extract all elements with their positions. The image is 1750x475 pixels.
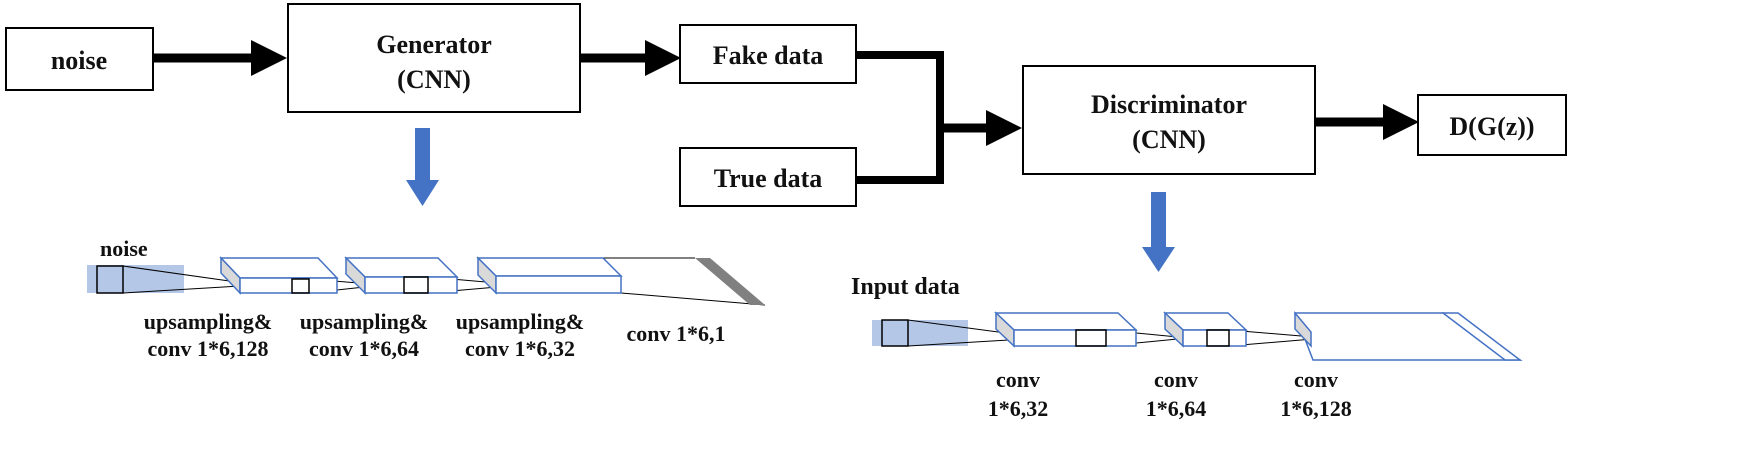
generator-layer-1-label-line1: upsampling& bbox=[144, 309, 272, 334]
noise-label: noise bbox=[51, 46, 107, 75]
discriminator-layer-2 bbox=[1163, 311, 1248, 348]
discriminator-layer-3 bbox=[1293, 310, 1523, 361]
generator-layer-2-label-line2: conv 1*6,64 bbox=[309, 336, 419, 361]
discriminator-layer-1-label-line2: 1*6,32 bbox=[988, 396, 1049, 421]
generator-detail-down-arrow bbox=[406, 128, 439, 206]
discriminator-input-label: Input data bbox=[851, 274, 960, 300]
generator-layer-2-label-line1: upsampling& bbox=[300, 309, 428, 334]
discriminator-layer-1-label-line1: conv bbox=[996, 367, 1040, 392]
generator-layer-3 bbox=[476, 256, 623, 295]
noise-box: noise bbox=[5, 27, 154, 91]
generator-layer-3-label-line2: conv 1*6,32 bbox=[465, 336, 575, 361]
generator-noise-input bbox=[87, 265, 184, 294]
generator-layer-1-label-line2: conv 1*6,128 bbox=[148, 336, 269, 361]
generator-layer-3-label-line1: upsampling& bbox=[456, 309, 584, 334]
generator-output-stripe bbox=[695, 258, 765, 305]
discriminator-layer-2-label-line1: conv bbox=[1154, 367, 1198, 392]
discriminator-layer-3-label-line1: conv bbox=[1294, 367, 1338, 392]
true-data-box: True data bbox=[679, 147, 857, 207]
generator-layer-2 bbox=[344, 256, 459, 295]
true-data-label: True data bbox=[714, 164, 823, 193]
generator-layer-4-label: conv 1*6,1 bbox=[627, 321, 726, 346]
discriminator-subtitle: (CNN) bbox=[1132, 125, 1206, 154]
generator-subtitle: (CNN) bbox=[397, 65, 471, 94]
discriminator-detail-down-arrow bbox=[1142, 192, 1175, 272]
fake-data-box: Fake data bbox=[679, 24, 857, 84]
generator-box: Generator (CNN) bbox=[287, 3, 581, 113]
discriminator-input-data bbox=[872, 319, 968, 347]
output-label: D(G(z)) bbox=[1449, 112, 1534, 141]
generator-layer-1 bbox=[219, 256, 339, 295]
fake-data-label: Fake data bbox=[713, 41, 824, 70]
generator-projection-lines bbox=[122, 257, 766, 306]
true-data-connector bbox=[856, 126, 944, 184]
generator-title: Generator bbox=[376, 30, 492, 59]
output-box: D(G(z)) bbox=[1417, 94, 1567, 156]
discriminator-box: Discriminator (CNN) bbox=[1022, 65, 1316, 175]
generator-noise-label: noise bbox=[100, 236, 148, 261]
discriminator-title: Discriminator bbox=[1091, 90, 1247, 119]
discriminator-layer-3-label-line2: 1*6,128 bbox=[1280, 396, 1352, 421]
discriminator-layer-1 bbox=[994, 311, 1138, 348]
fake-data-connector bbox=[856, 51, 944, 128]
discriminator-layer-2-label-line2: 1*6,64 bbox=[1146, 396, 1207, 421]
